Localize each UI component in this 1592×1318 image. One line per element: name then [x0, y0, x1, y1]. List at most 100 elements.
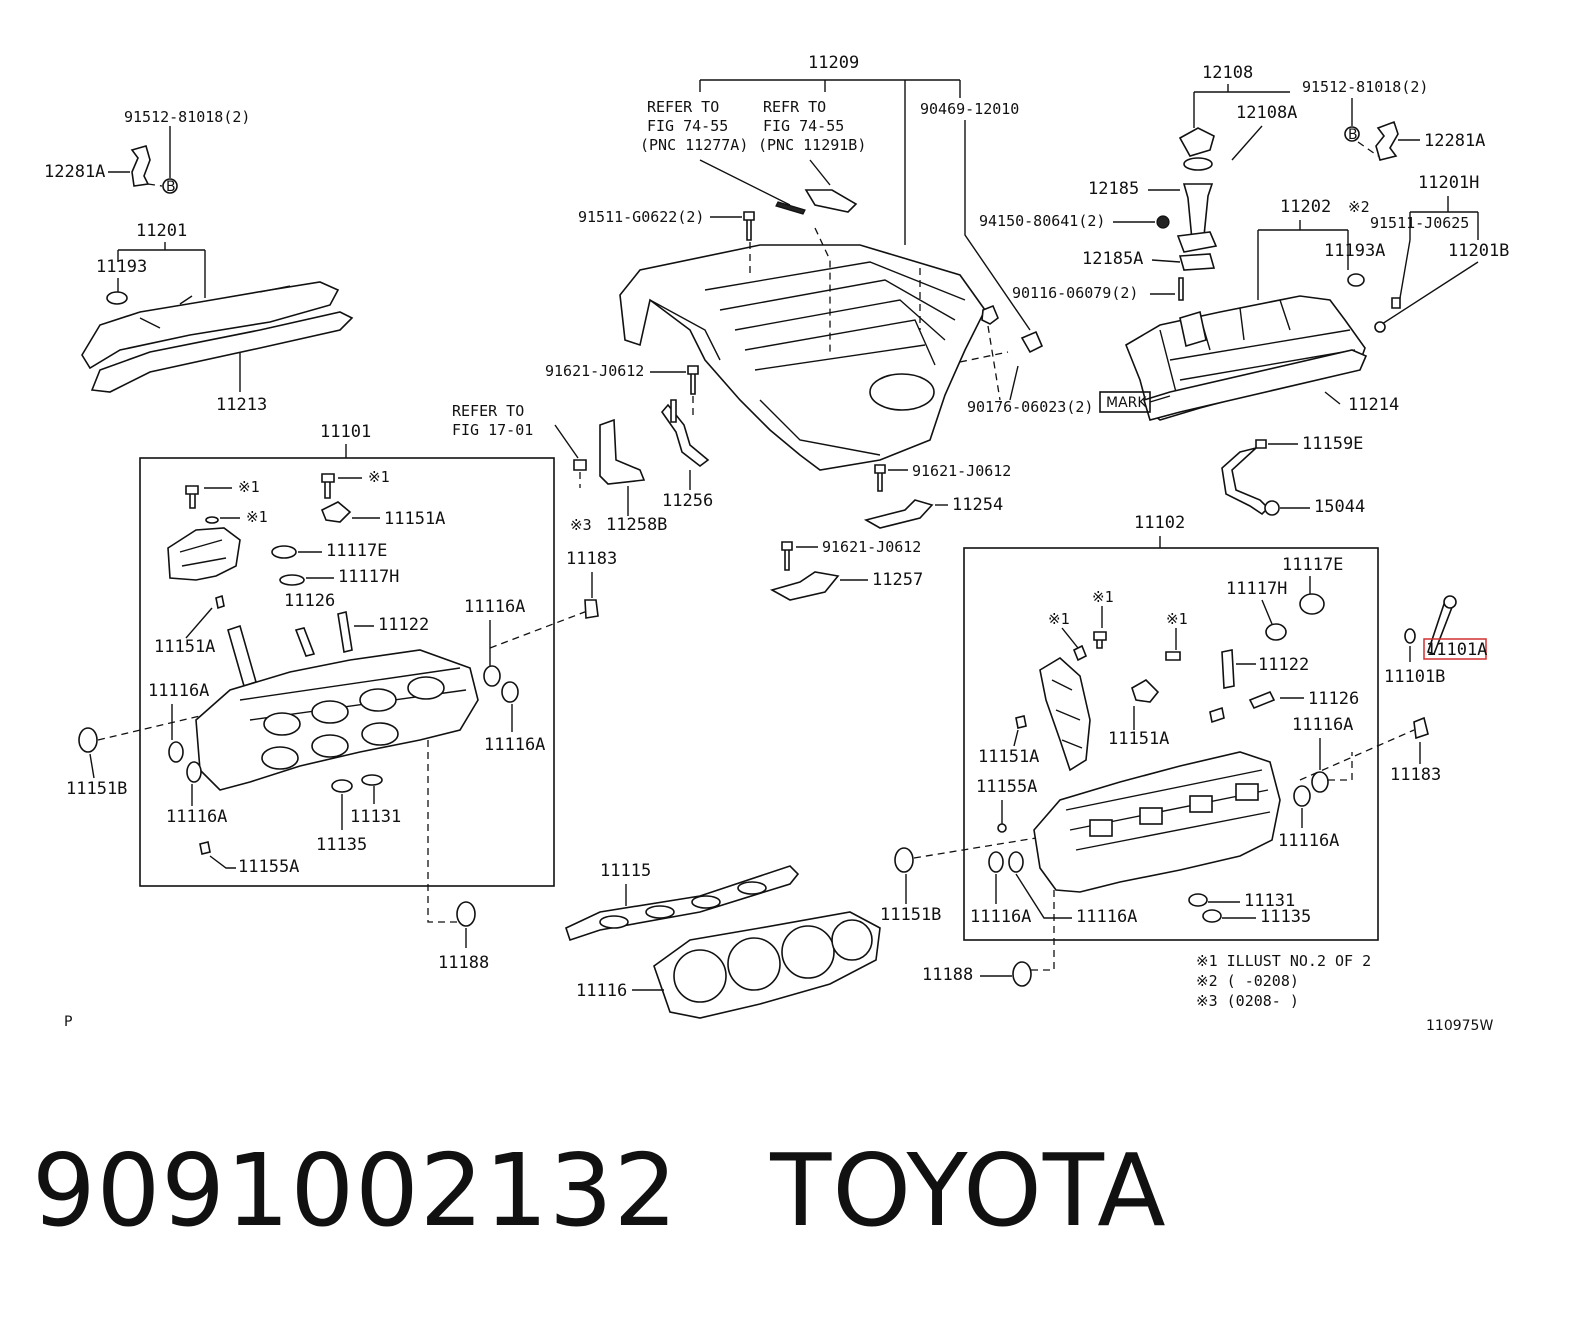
label-11116: 11116: [576, 981, 627, 1001]
label-11116a-r3: 11116A: [970, 907, 1031, 927]
timing-cover-l: [167, 527, 241, 581]
bolt-b-glyph-right: B: [1348, 127, 1358, 143]
chamber-3: [361, 722, 399, 746]
label-11193a: 11193A: [1324, 241, 1385, 261]
bracket-bolt-c: [781, 541, 793, 571]
label-91512-left: 91512-81018(2): [124, 108, 250, 126]
guide-11126-r: [1248, 690, 1276, 710]
part-number: 9091002132: [32, 1131, 679, 1249]
star1-a: ※1: [238, 478, 260, 496]
label-11131-l: 11131: [350, 807, 401, 827]
refer-label-2b: FIG 74-55: [763, 117, 844, 135]
label-11155a-l: 11155A: [238, 857, 299, 877]
mark3-symbol: ※3: [570, 516, 592, 534]
reference-code: 110975W: [1426, 1018, 1493, 1034]
note-2: ※2 ( -0208): [1196, 972, 1299, 990]
cam-journal-2: [1139, 807, 1163, 825]
label-11101a: 11101A: [1426, 640, 1487, 660]
seal-11135-r: [1202, 909, 1222, 923]
refer-label-1b: FIG 74-55: [647, 117, 728, 135]
engine-cover: [619, 244, 986, 471]
plug-11117e-l: [271, 545, 297, 559]
hanger-12281a-right: [1375, 120, 1399, 161]
label-11126-l: 11126: [284, 591, 335, 611]
port-2: [311, 700, 349, 724]
filler-neck: [1179, 310, 1207, 348]
label-11116a-r1: 11116A: [1292, 715, 1353, 735]
ring-11117h-l: [279, 574, 305, 586]
pin-11151a-l: [215, 594, 225, 610]
plug-11188-r: [1012, 961, 1032, 987]
label-11214: 11214: [1348, 395, 1399, 415]
label-11117h-l: 11117H: [338, 567, 399, 587]
right-head-cover-group: 12108 12108A 12185 12185A 91512-81018(2)…: [1082, 63, 1509, 517]
note-3: ※3 (0208- ): [1196, 992, 1299, 1010]
bolt-star1-a: [185, 485, 199, 509]
union-bolt-11159e: [1255, 439, 1267, 449]
left-head-cover-group: 91512-81018(2) B 12281A 11201 11193 1121…: [44, 108, 354, 415]
plug-11116a-r2: [1293, 785, 1311, 807]
bracket-11256: [660, 403, 710, 468]
parts-diagram: 11209 REFER TO FIG 74-55 (PNC 11277A) RE…: [44, 53, 1509, 1034]
bracket-group: 91621-J0612 11256 REFER TO FIG 17-01 ※3 …: [452, 362, 1011, 601]
pin-11155a-r: [997, 823, 1007, 833]
label-11151a-l1: 11151A: [384, 509, 445, 529]
label-11258b: 11258B: [606, 515, 667, 535]
label-11209: 11209: [808, 53, 859, 73]
label-91621-b: 91621-J0612: [912, 462, 1011, 480]
bracket-bolt-a: [687, 365, 699, 395]
bolt-91511: [1391, 297, 1401, 309]
star1-f: ※1: [1166, 610, 1188, 628]
label-11101: 11101: [320, 422, 371, 442]
label-11193: 11193: [96, 257, 147, 277]
gasket-12108a: [1183, 157, 1213, 171]
bolt-star1-e: [1093, 631, 1107, 649]
plug-11116a-r4: [1008, 851, 1024, 873]
label-90176: 90176-06023(2): [967, 398, 1093, 416]
label-11116a-l3: 11116A: [148, 681, 209, 701]
bolt-head-11101a: [1443, 595, 1457, 609]
label-91621-c: 91621-J0612: [822, 538, 921, 556]
label-91511-g0622: 91511-G0622(2): [578, 208, 704, 226]
label-11122-l: 11122: [378, 615, 429, 635]
bracket-11258b: [599, 418, 646, 485]
label-90469: 90469-12010: [920, 100, 1019, 118]
label-91621-a: 91621-J0612: [545, 362, 644, 380]
label-11116a-l2: 11116A: [484, 735, 545, 755]
bolt-star1-f: [1165, 651, 1181, 661]
port-1: [263, 712, 301, 736]
label-11201: 11201: [136, 221, 187, 241]
label-11188-r: 11188: [922, 965, 973, 985]
engine-cover-group: 11209 REFER TO FIG 74-55 (PNC 11277A) RE…: [578, 53, 1184, 471]
seal-11135-l: [331, 779, 353, 793]
label-11202: 11202: [1280, 197, 1331, 217]
cam-journal-4: [1235, 783, 1259, 801]
bore-4: [831, 919, 873, 961]
port-4: [407, 676, 445, 700]
label-11155a-r: 11155A: [976, 777, 1037, 797]
star1-d: ※1: [1048, 610, 1070, 628]
cam-bearing-cap-r: [1131, 679, 1160, 703]
refer-label-2a: REFR TO: [763, 98, 826, 116]
star1-b: ※1: [246, 508, 268, 526]
guide-11126-l: [294, 627, 316, 657]
seal-11201b: [1374, 321, 1386, 333]
cam-journal-3: [1189, 795, 1213, 813]
gasket-12185a: [1178, 253, 1216, 271]
label-11115: 11115: [600, 861, 651, 881]
bolt-b-right: [1344, 126, 1360, 142]
plug-11116a-l4: [186, 761, 202, 783]
label-11256: 11256: [662, 491, 713, 511]
bore-2: [727, 937, 781, 991]
part-footer: 9091002132 TOYOTA: [32, 1120, 1167, 1260]
guide-11122-r: [1221, 649, 1235, 689]
plug-11116a-l1: [483, 665, 501, 687]
label-91512-right: 91512-81018(2): [1302, 78, 1428, 96]
cam-journal-1: [1089, 819, 1113, 837]
plug-11116a-r3: [988, 851, 1004, 873]
chamber-2: [311, 734, 349, 758]
bore-3: [781, 925, 835, 979]
label-15044: 15044: [1314, 497, 1365, 517]
emblem-strip: [775, 201, 806, 215]
gasket-hole-4: [737, 881, 767, 895]
